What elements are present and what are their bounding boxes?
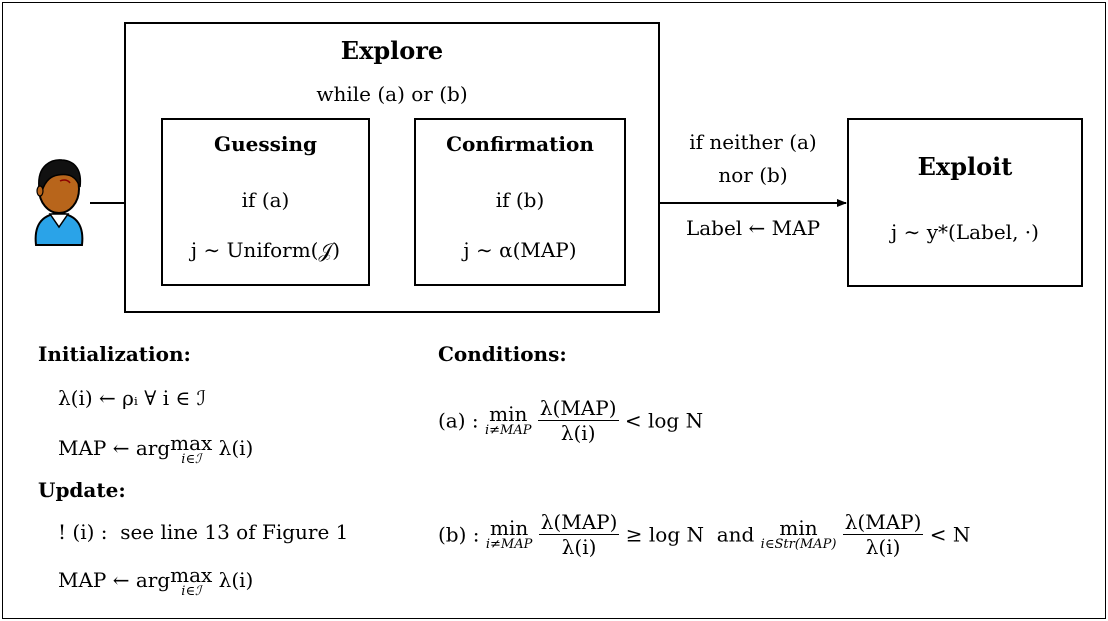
transition-label: Label ← MAP <box>685 216 821 240</box>
transition-line2: nor (b) <box>718 163 788 187</box>
guessing-title: Guessing <box>214 132 317 156</box>
exploit-box: Exploit j ∼ y*(Label, ·) <box>847 118 1083 287</box>
avatar-hair <box>38 159 82 193</box>
confirmation-condition: if (b) <box>495 188 545 212</box>
guessing-box: Guessing if (a) j ∼ Uniform(𝒥) <box>161 118 370 286</box>
update-line1: ! (i) : see line 13 of Figure 1 <box>58 520 349 544</box>
confirmation-title: Confirmation <box>446 132 594 156</box>
guessing-rule: j ∼ Uniform(𝒥) <box>190 238 341 262</box>
confirmation-rule: j ∼ α(MAP) <box>463 238 577 262</box>
update-heading: Update: <box>38 478 126 502</box>
explore-subtitle: while (a) or (b) <box>316 82 468 106</box>
explore-title: Explore <box>340 36 444 65</box>
conditions-heading: Conditions: <box>438 342 567 366</box>
transition-line1: if neither (a) <box>689 130 817 154</box>
guessing-condition: if (a) <box>241 188 290 212</box>
exploit-title: Exploit <box>917 152 1013 181</box>
initialization-heading: Initialization: <box>38 342 191 366</box>
initialization-line1: λ(i) ← ρᵢ ∀ i ∈ ℐ <box>58 386 207 410</box>
confirmation-box: Confirmation if (b) j ∼ α(MAP) <box>414 118 626 286</box>
exploit-rule: j ∼ y*(Label, ·) <box>891 220 1039 244</box>
user-avatar <box>30 157 88 249</box>
